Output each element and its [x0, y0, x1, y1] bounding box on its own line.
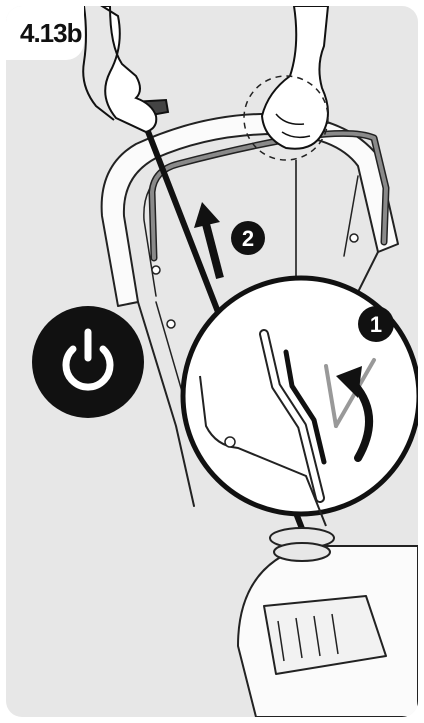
power-icon	[32, 306, 144, 418]
callout-2-label: 2	[242, 226, 254, 251]
step-number: 4.13b	[20, 18, 82, 49]
mower-body	[238, 528, 418, 717]
callout-2-badge: 2	[231, 221, 265, 255]
callout-1-label: 1	[370, 312, 382, 337]
step-tab: 4.13b	[6, 6, 84, 60]
mower-handle-illustration: 2 1	[6, 6, 418, 717]
right-hand	[262, 6, 328, 149]
left-hand	[102, 6, 156, 132]
illustration-card: 2 1 4.13b	[6, 6, 418, 717]
callout-1-badge: 1	[358, 306, 394, 342]
